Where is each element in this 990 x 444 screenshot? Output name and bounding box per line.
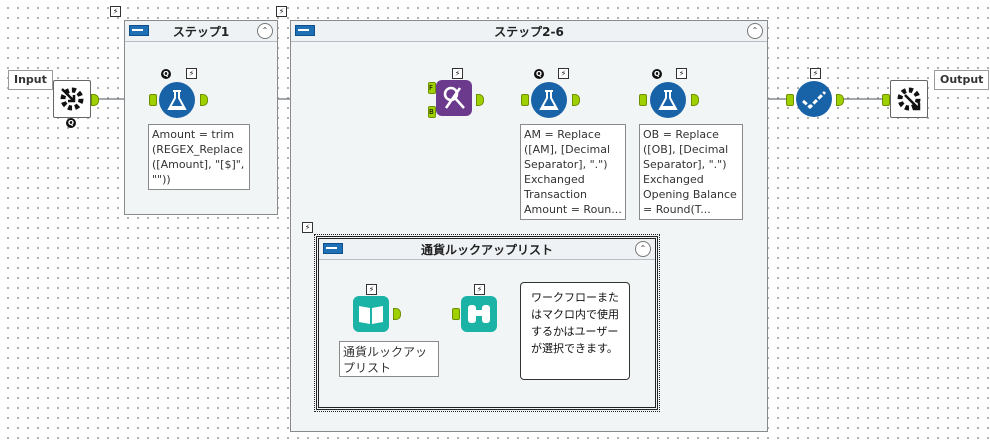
find-replace-tool[interactable] <box>436 80 472 116</box>
step1-right-lightning-icon: ⚡ <box>276 6 287 17</box>
output-input-anchor[interactable] <box>882 94 890 106</box>
join-f-anchor[interactable]: F <box>428 82 436 94</box>
step1-toggle[interactable] <box>129 25 149 36</box>
step1-formula-annotation: Amount = trim (REGEX_Replace ([Amount], … <box>148 124 250 190</box>
step1-q-badge: Q <box>161 69 171 79</box>
ob-lightning-icon: ⚡ <box>676 68 687 79</box>
flask-icon <box>167 90 187 110</box>
input-gear-icon <box>60 87 84 111</box>
browse-tool[interactable] <box>461 296 497 332</box>
select-output-anchor[interactable] <box>836 94 844 106</box>
input-label: Input <box>8 70 53 90</box>
browse-input-anchor[interactable] <box>452 308 460 320</box>
input-q-badge: Q <box>66 118 76 128</box>
flask-icon <box>658 90 678 110</box>
am-output-anchor[interactable] <box>572 94 580 106</box>
lookup-header: 通貨ルックアップリスト ⌃ <box>319 239 655 260</box>
step1-formula-output-anchor[interactable] <box>200 94 208 106</box>
ob-formula-tool[interactable] <box>650 82 686 118</box>
select-tool[interactable] <box>796 81 832 117</box>
join-b-anchor[interactable]: B <box>428 106 436 118</box>
join-lightning-icon: ⚡ <box>452 68 463 79</box>
input-output-anchor[interactable] <box>91 94 99 106</box>
step26-header: ステップ2-6 ⌃ <box>291 21 767 42</box>
am-lightning-icon: ⚡ <box>558 68 569 79</box>
flask-icon <box>539 90 559 110</box>
find-replace-icon <box>443 86 465 109</box>
am-input-anchor[interactable] <box>521 94 529 106</box>
ob-input-anchor[interactable] <box>639 94 647 106</box>
text-input-lightning-icon: ⚡ <box>366 284 377 295</box>
browse-lightning-icon: ⚡ <box>474 284 485 295</box>
output-gear-icon <box>897 87 921 111</box>
step1-formula-lightning-icon: ⚡ <box>186 68 197 79</box>
lookup-toggle[interactable] <box>323 243 343 254</box>
lookup-collapse-button[interactable]: ⌃ <box>635 241 651 257</box>
step26-toggle[interactable] <box>295 25 315 36</box>
am-formula-tool[interactable] <box>531 82 567 118</box>
binoculars-icon <box>468 305 490 323</box>
comment-box: ワークフローまたはマクロ内で使用するかはユーザーが選択できます。 <box>520 282 630 380</box>
step1-collapse-button[interactable]: ⌃ <box>257 23 273 39</box>
output-tool[interactable] <box>890 80 928 118</box>
ob-formula-annotation: OB = Replace ([OB], [Decimal Separator],… <box>639 124 743 220</box>
text-input-output-anchor[interactable] <box>393 308 401 320</box>
output-label: Output <box>934 70 990 90</box>
select-input-anchor[interactable] <box>786 94 794 106</box>
input-tool[interactable] <box>53 80 91 118</box>
select-lightning-icon: ⚡ <box>810 68 821 79</box>
ob-output-anchor[interactable] <box>691 94 699 106</box>
book-icon <box>359 306 383 324</box>
am-q-badge: Q <box>534 69 544 79</box>
am-formula-annotation: AM = Replace ([AM], [Decimal Separator],… <box>520 124 626 220</box>
ob-q-badge: Q <box>652 69 662 79</box>
step1-title: ステップ1 <box>172 25 230 39</box>
step1-lightning-icon: ⚡ <box>110 6 121 17</box>
text-input-label: 通貨ルックアップリスト <box>339 341 439 377</box>
checkmark-icon <box>802 90 827 110</box>
lookup-title: 通貨ルックアップリスト <box>420 243 553 257</box>
text-input-tool[interactable] <box>353 296 389 332</box>
step1-header: ステップ1 ⌃ <box>125 21 277 42</box>
step26-collapse-button[interactable]: ⌃ <box>747 23 763 39</box>
step26-title: ステップ2-6 <box>494 25 564 39</box>
step1-formula-input-anchor[interactable] <box>149 94 157 106</box>
lookup-lightning-icon: ⚡ <box>302 222 313 233</box>
find-replace-output-anchor[interactable] <box>476 94 484 106</box>
step1-formula-tool[interactable] <box>159 82 195 118</box>
